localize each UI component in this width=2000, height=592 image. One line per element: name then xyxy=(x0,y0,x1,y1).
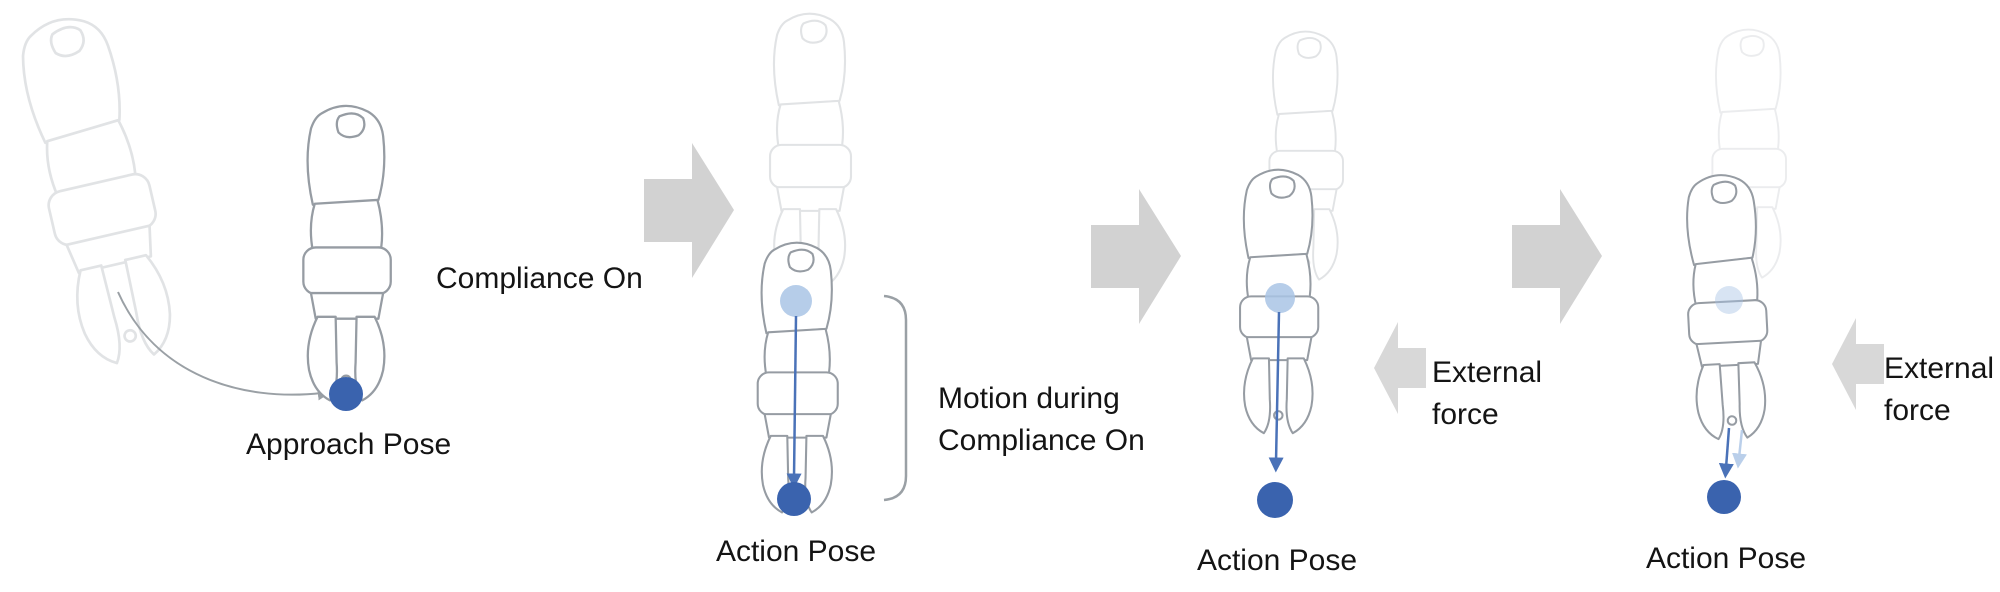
action-pose-label-2: Action Pose xyxy=(715,535,877,568)
action-pose-dot-3 xyxy=(1257,482,1293,518)
external-force-label-3: External force xyxy=(1432,352,1542,436)
panel-2 xyxy=(756,12,908,516)
ghost-gripper-1 xyxy=(6,7,189,372)
external-force-label-4-line2: force xyxy=(1884,394,1951,427)
external-force-label-3-line2: force xyxy=(1432,398,1499,431)
panel-1 xyxy=(6,7,392,411)
approach-pose-dot xyxy=(329,377,363,411)
panel-3 xyxy=(1239,30,1426,518)
motion-arrow-4 xyxy=(1718,427,1734,479)
deflected-motion-arrow-4 xyxy=(1732,429,1747,469)
approach-pose-label: Approach Pose xyxy=(246,428,452,461)
motion-during-label-line2: Compliance On xyxy=(938,424,1145,457)
external-force-label-4-line1: External xyxy=(1884,352,1995,385)
motion-arrow-3 xyxy=(1268,311,1284,473)
motion-during-label-line1: Motion during xyxy=(938,382,1120,415)
external-force-arrow-4-icon xyxy=(1832,318,1884,410)
transition-arrow-1-icon xyxy=(644,143,734,278)
approach-path-arrow xyxy=(117,291,332,401)
robot-gripper-2 xyxy=(756,241,839,514)
action-pose-label-4: Action Pose xyxy=(1645,542,1807,575)
external-force-arrow-3-icon xyxy=(1374,322,1426,414)
compliance-on-label: Compliance On xyxy=(436,262,643,295)
external-force-label-4: External force xyxy=(1884,348,1994,432)
motion-start-dot-4 xyxy=(1715,286,1743,314)
action-pose-dot-2 xyxy=(777,482,811,516)
motion-start-dot-2 xyxy=(780,285,812,317)
motion-arrow-2 xyxy=(786,315,802,489)
external-force-label-3-line1: External xyxy=(1432,356,1543,389)
transition-arrow-2-icon xyxy=(1091,189,1181,324)
robot-gripper-1 xyxy=(302,104,392,402)
panel-4 xyxy=(1679,28,1884,514)
action-pose-dot-4 xyxy=(1707,480,1741,514)
transition-arrow-3-icon xyxy=(1512,189,1602,324)
motion-during-label: Motion during Compliance On xyxy=(938,378,1145,462)
motion-range-bracket xyxy=(883,294,908,502)
motion-start-dot-3 xyxy=(1265,283,1295,313)
action-pose-label-3: Action Pose xyxy=(1196,544,1358,577)
